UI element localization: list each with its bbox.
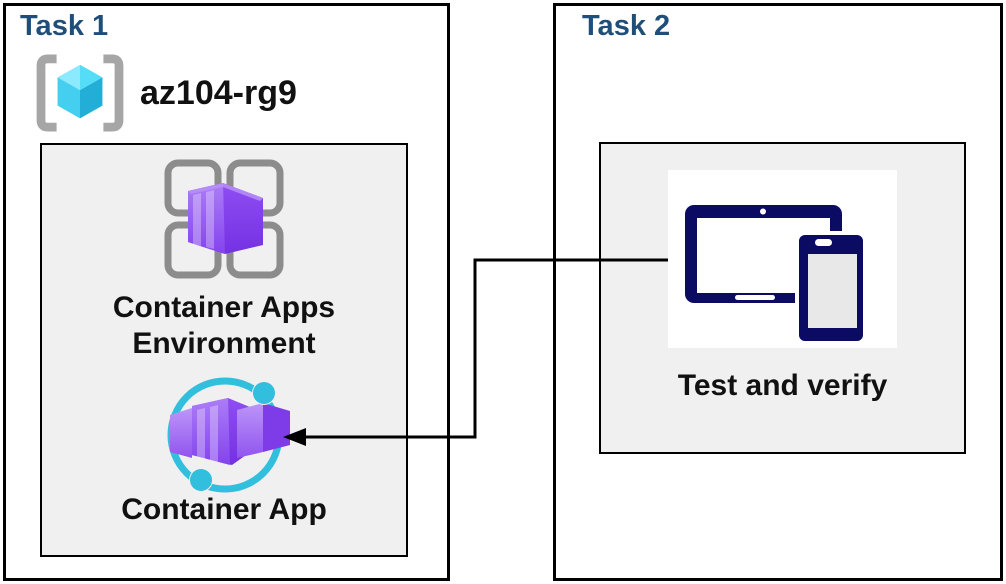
task1-title: Task 1 (20, 10, 109, 42)
environment-label: Container Apps Environment (40, 290, 408, 362)
test-and-verify-label: Test and verify (677, 369, 888, 402)
tablet-phone-icon (685, 205, 867, 345)
environment-label-line1: Container Apps (112, 291, 336, 324)
environment-label-line2: Environment (132, 327, 316, 360)
resource-group-name: az104-rg9 (140, 73, 297, 112)
test-and-verify-panel (668, 170, 897, 348)
resource-group-row: az104-rg9 (36, 54, 297, 132)
container-app-label: Container App (121, 493, 327, 526)
container-apps-environment-icon (164, 159, 284, 279)
resource-group-icon (36, 54, 124, 132)
container-app-icon (167, 377, 290, 493)
task2-title: Task 2 (582, 10, 671, 42)
